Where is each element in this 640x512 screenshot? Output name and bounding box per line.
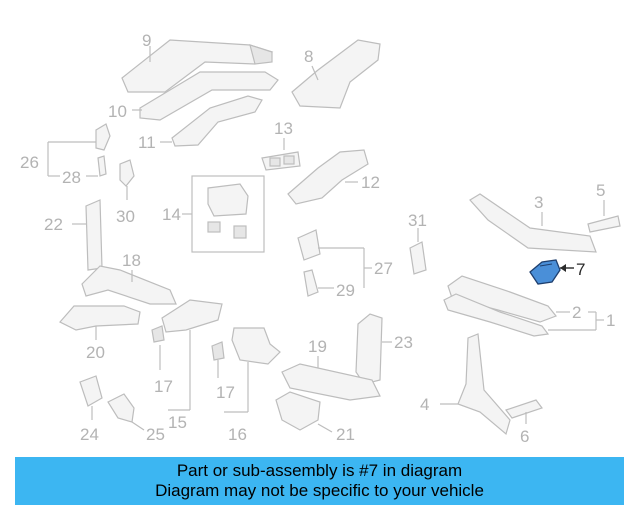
callout-27: 27 [374,259,393,278]
part-23-trim [355,313,392,385]
part-10-duct [132,71,279,121]
part-29-clip [303,269,334,297]
part-24-bracket [79,375,103,420]
part-19-duct [281,356,381,401]
callout-25: 25 [146,425,165,444]
callout-21: 21 [336,425,355,444]
banner-line-2: Diagram may not be specific to your vehi… [155,481,484,500]
part-18-duct [81,265,177,305]
part-8-bracket [291,39,381,109]
part-2-duct [443,275,604,337]
callout-12: 12 [361,173,380,192]
callout-10: 10 [108,102,127,121]
part-21-duct [275,391,333,433]
callout-13: 13 [274,119,293,138]
callout-28: 28 [62,168,81,187]
part-11-duct [160,95,263,147]
callout-7: 7 [576,260,585,279]
callout-14: 14 [162,205,181,224]
callout-24: 24 [80,425,99,444]
callout-26: 26 [20,153,39,172]
part-4-duct [440,333,511,436]
part-15-duct [151,299,223,411]
part-6-vent [505,399,543,424]
part-16-duct [211,327,281,413]
callout-18: 18 [122,251,141,270]
part-7-highlighted [529,259,574,285]
parts-diagram: 9 10 11 8 13 12 26 28 [20,31,621,446]
callout-6: 6 [520,427,529,446]
part-27-bracket [297,229,372,288]
callout-23: 23 [394,333,413,352]
callout-9: 9 [142,31,151,50]
part-26-bracket [47,123,111,177]
callout-16: 16 [228,425,247,444]
banner-line-1: Part or sub-assembly is #7 in diagram [176,461,463,480]
info-banner: Part or sub-assembly is #7 in diagram Di… [15,457,624,505]
part-13-vent [261,138,301,171]
callout-8: 8 [304,47,313,66]
part-3-duct [469,193,597,253]
callout-17a: 17 [154,377,173,396]
callout-5: 5 [596,181,605,200]
callout-11: 11 [138,133,156,152]
part-12-duct [287,149,369,205]
callout-3: 3 [534,193,543,212]
callout-29: 29 [336,281,355,300]
callout-15: 15 [168,413,187,432]
callout-17b: 17 [216,383,235,402]
part-30-bracket [119,159,135,200]
callout-4: 4 [420,395,429,414]
part-20-duct [59,305,141,340]
callout-19: 19 [308,337,327,356]
part-22-pillar-trim [72,199,103,271]
part-5-vent [587,200,621,233]
part-9-duct [121,39,274,93]
part-28-clip [86,155,107,177]
callout-31: 31 [408,211,427,230]
part-14-assembly [182,175,265,253]
callout-20: 20 [86,343,105,362]
callout-2: 2 [572,303,581,322]
part-25-elbow [107,393,145,431]
part-31-bracket [409,228,427,275]
callout-1: 1 [606,311,615,330]
callout-30: 30 [116,207,135,226]
callout-22: 22 [44,215,63,234]
